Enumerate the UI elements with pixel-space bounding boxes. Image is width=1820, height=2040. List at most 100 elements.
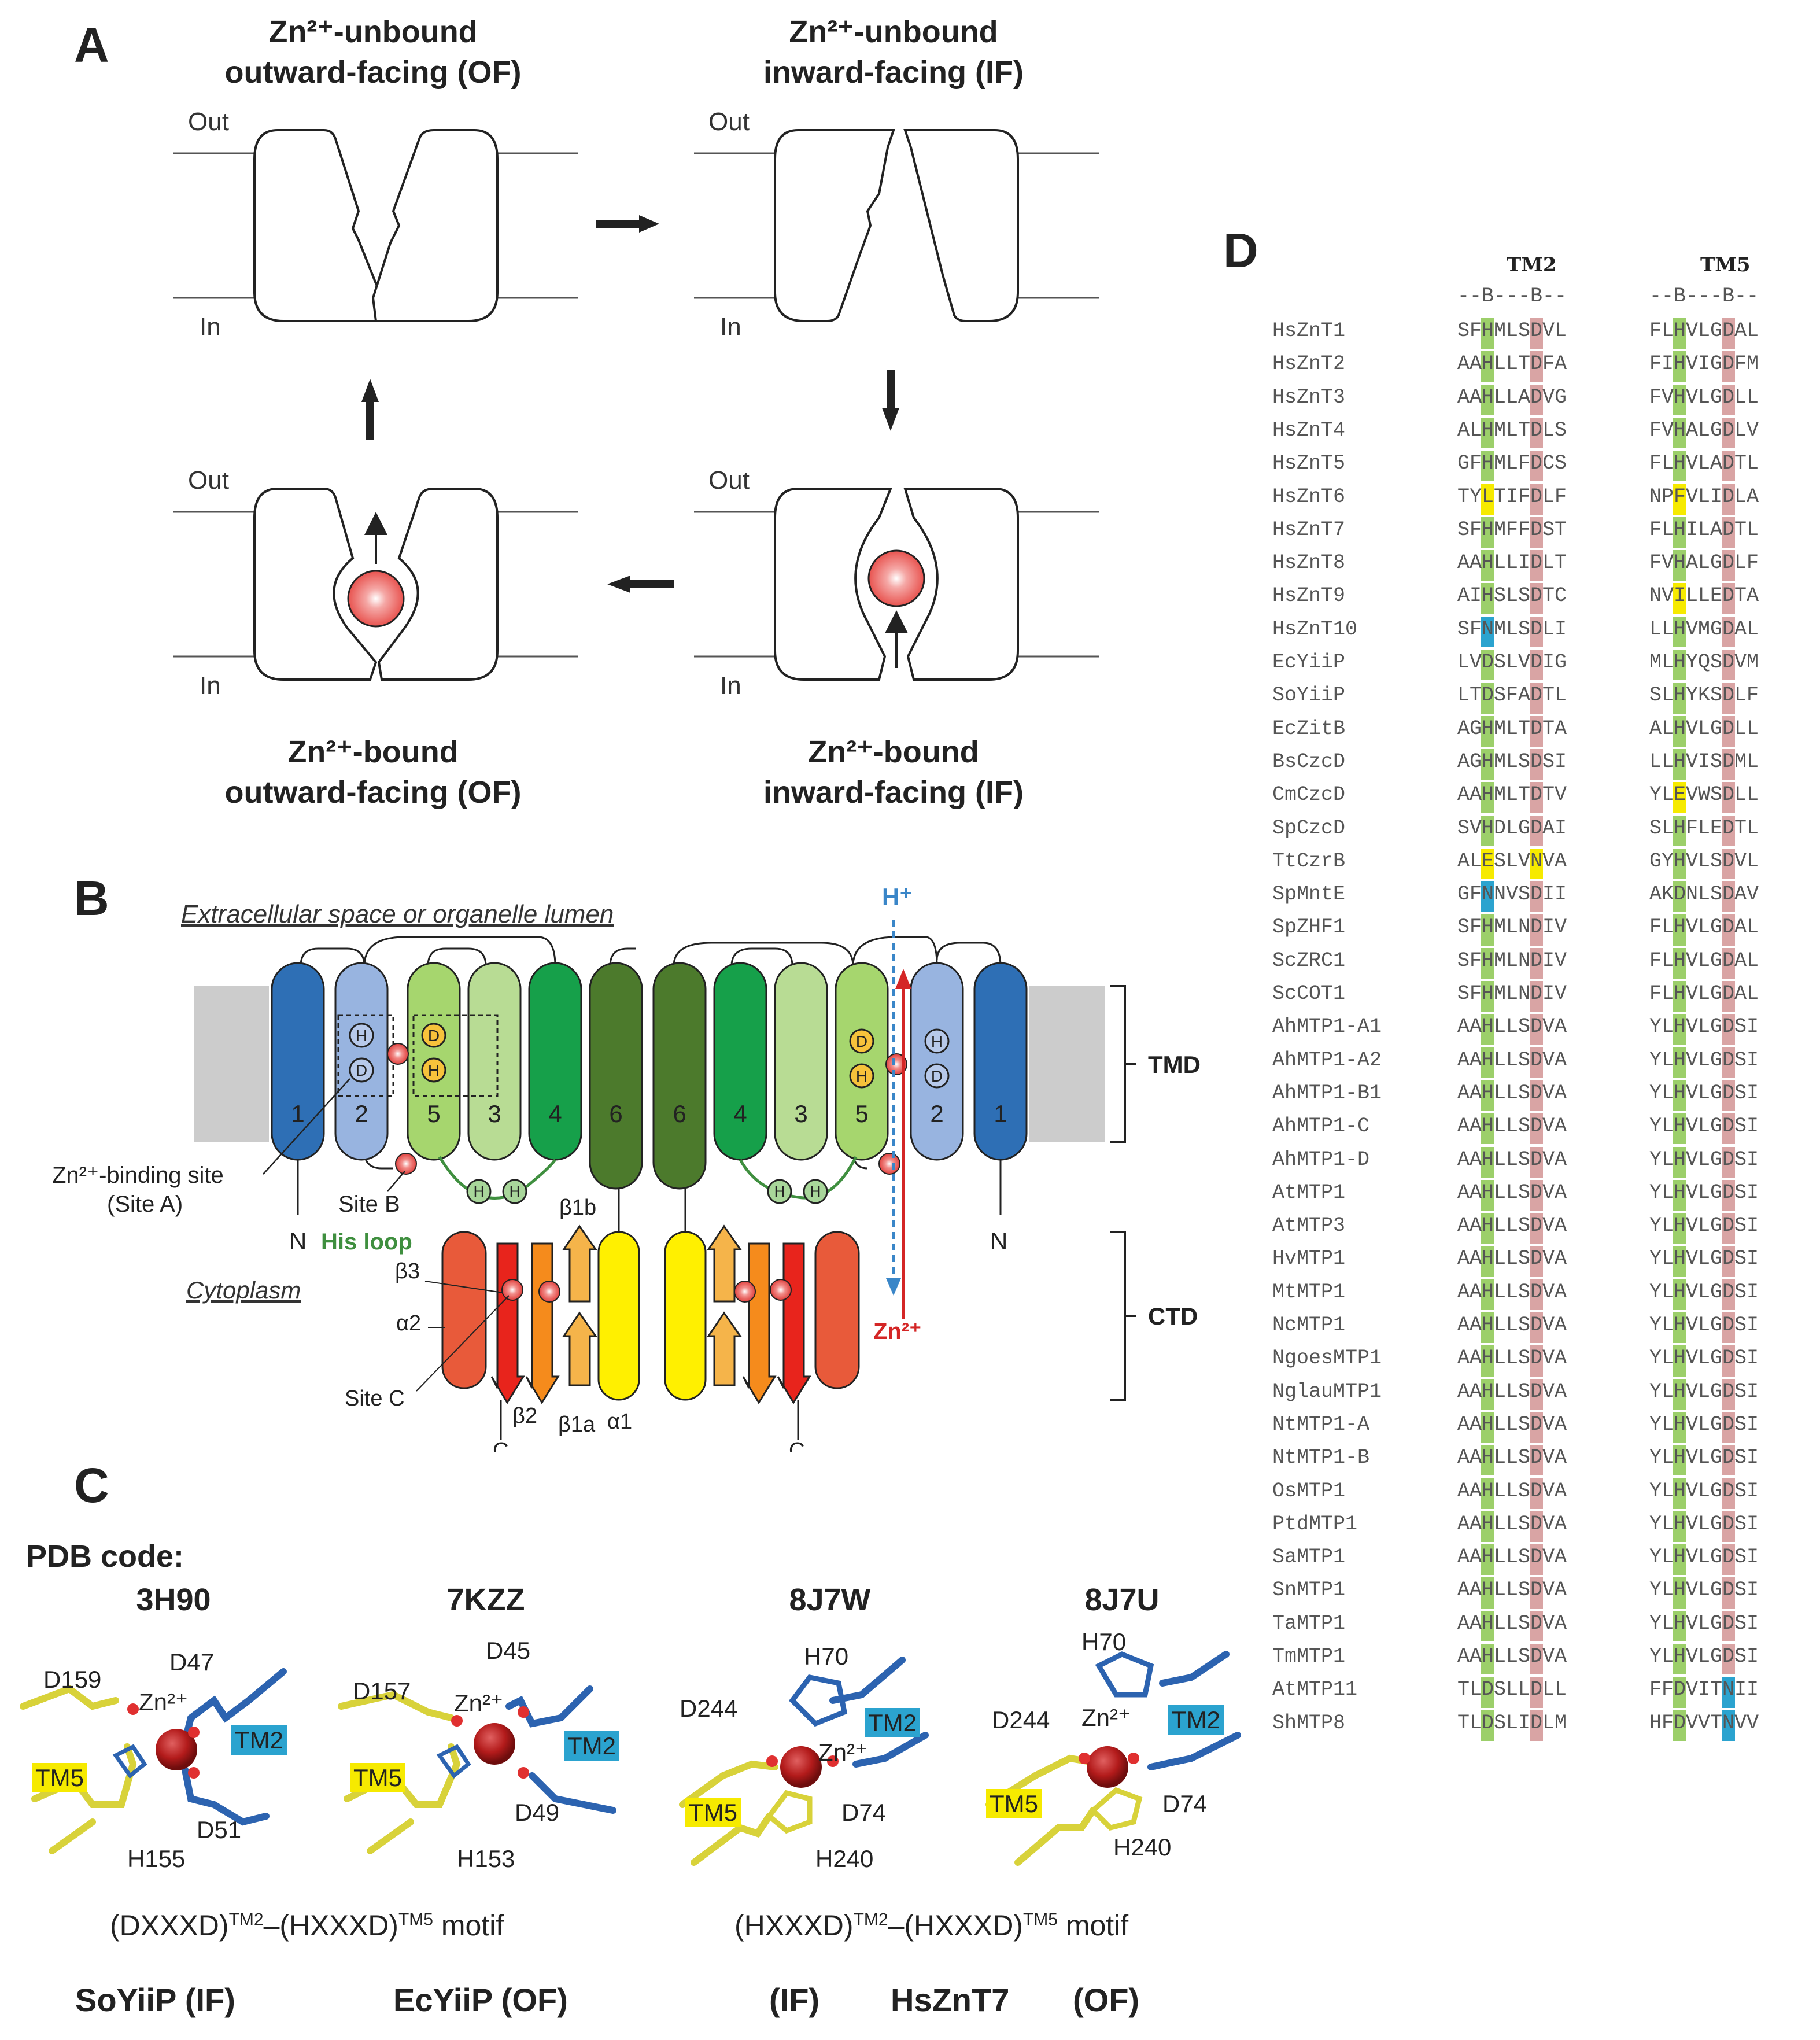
seq-name: NtMTP1-A <box>1272 1412 1370 1436</box>
residue-highlight <box>1673 451 1686 482</box>
seq-name: AtMTP3 <box>1272 1214 1346 1238</box>
residue-highlight <box>1673 1610 1686 1641</box>
residue-highlight <box>1673 616 1686 647</box>
residue-highlight <box>1530 650 1543 681</box>
seq-tm5: YLHVLGDSI <box>1649 1379 1759 1403</box>
residue-highlight <box>1722 1544 1735 1576</box>
zinc-ion-bound-if <box>867 549 925 607</box>
in-label-a-tl: In <box>200 313 221 341</box>
seq-name: EcYiiP <box>1272 651 1346 674</box>
s1-tm2: TM2 <box>231 1725 287 1755</box>
transporter-bound-if <box>694 488 1099 681</box>
seq-tm5: YLHVLGDSI <box>1649 1578 1759 1602</box>
residue-highlight <box>1722 384 1735 415</box>
helix-tm3-left <box>467 962 522 1161</box>
ctd-label: CTD <box>1148 1303 1198 1330</box>
helix-tm3-right <box>774 962 828 1161</box>
seq-name: CmCzcD <box>1272 783 1346 807</box>
residue-highlight <box>1673 650 1686 681</box>
seq-name: NcMTP1 <box>1272 1314 1346 1337</box>
residue-highlight <box>1722 848 1735 880</box>
residue-highlight <box>1722 1710 1735 1741</box>
residue-highlight <box>1481 1478 1494 1509</box>
pdb-code-1: 3H90 <box>136 1582 211 1617</box>
residue-highlight <box>1722 1577 1735 1609</box>
motif-left: (DXXXD)TM2–(HXXXD)TM5 motif <box>110 1909 504 1942</box>
residue-highlight <box>1673 815 1686 846</box>
residue-highlight <box>1722 1279 1735 1310</box>
res-d-tm5-l: D <box>428 1027 440 1045</box>
residue-highlight <box>1530 1478 1543 1509</box>
seq-tm2: AIHSLSDTC <box>1457 584 1567 608</box>
seq-tm2: TYLTIFDLF <box>1457 485 1567 508</box>
panel-letter-a: A <box>74 18 109 72</box>
motif-right: (HXXXD)TM2–(HXXXD)TM5 motif <box>734 1909 1129 1942</box>
site-a-label-2: (Site A) <box>107 1191 183 1217</box>
helix-tm6-right <box>652 962 707 1190</box>
seq-name: AhMTP1-B1 <box>1272 1081 1382 1105</box>
out-label-a-bl: Out <box>188 466 229 495</box>
seq-tm5: FVHALGDLV <box>1649 418 1759 442</box>
residue-highlight <box>1481 351 1494 382</box>
seq-name: SpMntE <box>1272 883 1346 906</box>
his-loop-left <box>438 1156 557 1200</box>
helix-num-r1: 1 <box>994 1100 1007 1127</box>
seq-name: AhMTP1-C <box>1272 1115 1370 1138</box>
residue-highlight <box>1481 318 1494 349</box>
s3-d244: D244 <box>680 1695 738 1722</box>
panel-letter-d: D <box>1223 223 1258 278</box>
seq-tm5: YLHVLGDSI <box>1649 1314 1759 1337</box>
residue-highlight <box>1530 1246 1543 1277</box>
residue-highlight <box>1673 914 1686 946</box>
helix-tm1-right <box>973 962 1028 1161</box>
seq-tm2: SFNMLSDLI <box>1457 617 1567 641</box>
residue-highlight <box>1722 1677 1735 1708</box>
zinc-site-c-left-1 <box>501 1279 523 1301</box>
seq-name: HsZnT3 <box>1272 385 1346 409</box>
tmd-label: TMD <box>1148 1051 1201 1078</box>
structure-8j7u <box>985 1651 1241 1866</box>
residue-highlight <box>1530 1411 1543 1443</box>
res-h-tm2-r: H <box>931 1032 943 1050</box>
name-soyiip: SoYiiP (IF) <box>75 1982 235 2018</box>
label-b2: β2 <box>512 1404 537 1428</box>
seq-tm2: AAHLLSDVA <box>1457 1314 1567 1337</box>
residue-highlight <box>1673 1644 1686 1675</box>
seq-name: SnMTP1 <box>1272 1578 1346 1602</box>
residue-highlight <box>1530 881 1543 913</box>
seq-tm2: AAHLLSDVA <box>1457 1578 1567 1602</box>
res-his-loop-r2: H <box>810 1183 821 1200</box>
s3-d74: D74 <box>841 1799 887 1826</box>
res-d-tm5-r: D <box>856 1032 867 1050</box>
in-label-a-bl: In <box>200 672 221 700</box>
seq-tm5: FVHVLGDLL <box>1649 385 1759 409</box>
seq-tm2: TLDSLLDLL <box>1457 1678 1567 1702</box>
residue-highlight <box>1481 484 1494 515</box>
seq-name: AhMTP1-A1 <box>1272 1015 1382 1039</box>
residue-highlight <box>1673 417 1686 449</box>
panel-b-topology-diagram: Extracellular space or organelle lumen <box>52 883 1201 1452</box>
residue-highlight <box>1722 484 1735 515</box>
seq-tm5: YLHVLGDSI <box>1649 1479 1759 1503</box>
s4-d244: D244 <box>992 1706 1050 1733</box>
residue-highlight <box>1722 1644 1735 1675</box>
residue-highlight <box>1722 782 1735 813</box>
seq-tm2: AAHLLSDVA <box>1457 1015 1567 1039</box>
s4-d74: D74 <box>1162 1790 1208 1817</box>
seq-tm2: AAHLLSDVA <box>1457 1512 1567 1536</box>
s4-zn: Zn²⁺ <box>1081 1704 1131 1731</box>
residue-highlight <box>1673 1312 1686 1344</box>
residue-highlight <box>1673 517 1686 548</box>
s1-d47: D47 <box>169 1648 215 1676</box>
seq-name: OsMTP1 <box>1272 1479 1346 1503</box>
residue-highlight <box>1673 1014 1686 1045</box>
s3-zn: Zn²⁺ <box>818 1739 868 1766</box>
s3-tm5: TM5 <box>685 1798 741 1827</box>
residue-highlight <box>1481 650 1494 681</box>
residue-highlight <box>1722 650 1735 681</box>
seq-tm5: FLHVLGDAL <box>1649 982 1759 1005</box>
s3-h240: H240 <box>815 1845 874 1872</box>
residue-highlight <box>1673 384 1686 415</box>
residue-highlight <box>1722 881 1735 913</box>
residue-highlight <box>1673 947 1686 979</box>
